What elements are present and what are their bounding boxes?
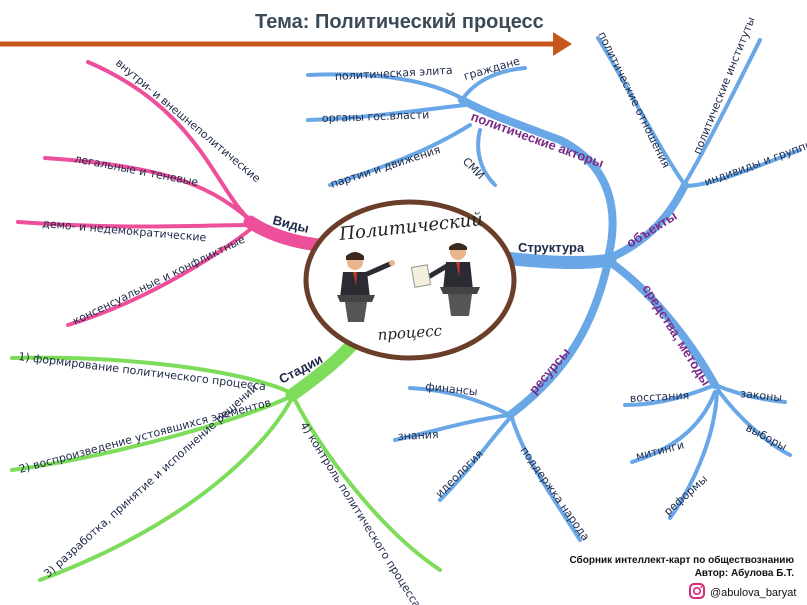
- struktura-aktory-label: политические акторы: [469, 109, 606, 171]
- stadii-item-4: 4) контроль политического процесса: [297, 420, 423, 605]
- resursy-item-4: поддержка народа: [518, 444, 593, 543]
- resursy-item-1: финансы: [425, 380, 478, 398]
- sredstva-item-2: законы: [740, 387, 783, 404]
- sredstva-item-3: выборы: [744, 421, 789, 453]
- footer-author: Автор: Абулова Б.Т.: [695, 567, 795, 579]
- vidy-item-4: консенсуальные и конфликтные: [71, 233, 248, 328]
- sredstva-item-5: реформы: [661, 473, 710, 519]
- aktory-item-5: СМИ: [460, 155, 487, 182]
- debaters-illustration: [337, 243, 480, 322]
- struktura-sredstva-label: средства, методы: [639, 282, 713, 389]
- obekty-item-2: политические институты: [691, 15, 758, 156]
- sredstva-item-4: митинги: [635, 438, 686, 462]
- stadii-item-3: 3) разработка, принятие и исполнение реш…: [41, 381, 260, 580]
- center-title-bottom: процесс: [377, 321, 443, 343]
- branch-vidy: [16, 60, 325, 327]
- vidy-item-3: демо- и недемократические: [42, 217, 207, 244]
- footer-handle[interactable]: @abulova_baryat: [710, 587, 796, 599]
- sredstva-item-1: восстания: [629, 389, 689, 405]
- page-title: Тема: Политический процесс: [255, 11, 544, 33]
- footer-collection: Сборник интеллект-карт по обществознанию: [569, 554, 794, 566]
- aktory-item-4: партии и движения: [329, 143, 442, 191]
- branch-stadii: [10, 328, 442, 582]
- branch-label-struktura: Структура: [518, 240, 585, 255]
- instagram-icon: [689, 583, 705, 599]
- branch-struktura: [306, 36, 802, 542]
- stadii-item-1: 1) формирование политического процесса: [18, 350, 267, 393]
- struktura-obekty-label: объекты: [624, 208, 680, 251]
- obekty-item-3: индивиды и группы: [703, 137, 807, 189]
- resursy-item-2: знания: [397, 428, 438, 443]
- aktory-item-3: органы гос.власти: [322, 108, 430, 125]
- header-arrow-head: [553, 32, 572, 56]
- aktory-item-2: граждане: [462, 54, 521, 82]
- obekty-item-1: политические отношения: [595, 30, 672, 170]
- aktory-item-1: политическая элита: [334, 64, 452, 83]
- vidy-item-2: легальные и теневые: [73, 152, 199, 189]
- struktura-resursy-label: ресурсы: [526, 345, 573, 397]
- resursy-item-3: идеология: [433, 447, 486, 500]
